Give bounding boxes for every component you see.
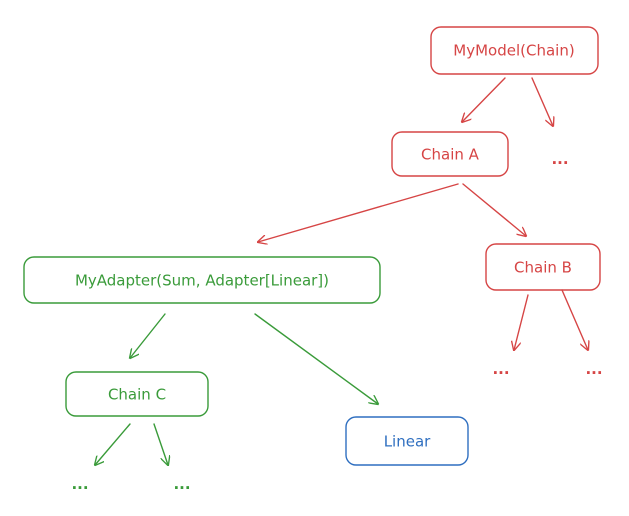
edge-myadapter-to-chain-c bbox=[130, 313, 166, 358]
edge-chain-b-to-ellipsis-right bbox=[561, 289, 588, 350]
node-myadapter-label: MyAdapter(Sum, Adapter[Linear]) bbox=[75, 272, 329, 290]
node-myadapter: MyAdapter(Sum, Adapter[Linear]) bbox=[23, 256, 381, 304]
ellipsis-chain-b-left: ... bbox=[492, 360, 509, 378]
node-chain-c: Chain C bbox=[65, 371, 209, 417]
edge-chain-a-to-myadapter bbox=[258, 183, 459, 242]
edges bbox=[95, 77, 588, 465]
edge-mymodel-to-ellipsis bbox=[531, 77, 553, 126]
node-chain-b: Chain B bbox=[485, 243, 601, 291]
edge-myadapter-to-linear bbox=[254, 313, 378, 404]
node-linear: Linear bbox=[345, 416, 469, 466]
node-mymodel-label: MyModel(Chain) bbox=[453, 42, 574, 60]
ellipsis-mymodel: ... bbox=[551, 150, 568, 168]
node-chain-c-label: Chain C bbox=[108, 386, 166, 404]
node-chain-a: Chain A bbox=[391, 131, 509, 177]
node-chain-b-label: Chain B bbox=[514, 259, 572, 277]
node-mymodel: MyModel(Chain) bbox=[430, 26, 599, 75]
edge-mymodel-to-chain-a bbox=[462, 77, 506, 122]
edge-chain-c-to-ellipsis-left bbox=[95, 423, 131, 465]
node-chain-a-label: Chain A bbox=[421, 146, 480, 164]
ellipsis-chain-c-left: ... bbox=[71, 475, 88, 493]
ellipsis-chain-b-right: ... bbox=[585, 360, 602, 378]
ellipsis-chain-c-right: ... bbox=[173, 475, 190, 493]
edge-chain-c-to-ellipsis-right bbox=[153, 423, 168, 465]
edge-chain-b-to-ellipsis-left bbox=[514, 294, 529, 350]
node-linear-label: Linear bbox=[384, 433, 431, 451]
edge-chain-a-to-chain-b bbox=[462, 183, 526, 236]
